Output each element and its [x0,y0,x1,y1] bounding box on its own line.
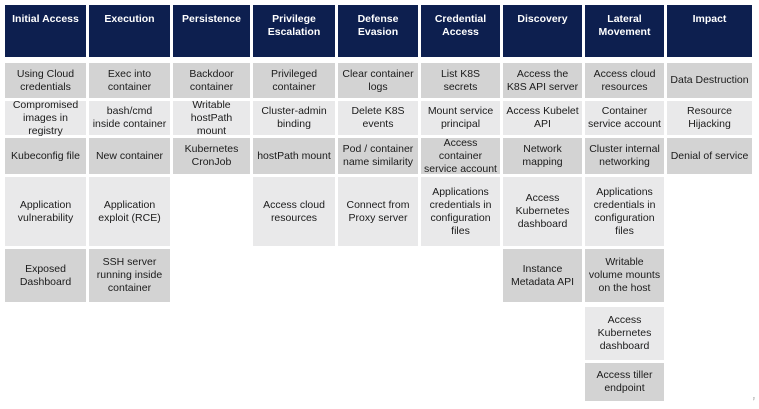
column-header-privilege-escalation: Privilege Escalation [253,5,335,57]
column-header-lateral-movement: Lateral Movement [585,5,664,57]
technique-cell: Applications credentials in configuratio… [585,177,664,246]
technique-cell: Using Cloud credentials [5,63,86,98]
technique-cell: Mount service principal [421,101,500,135]
column-header-persistence: Persistence [173,5,250,57]
technique-cell: Kubeconfig file [5,138,86,174]
technique-cell: Application vulnerability [5,177,86,246]
technique-cell: Access tiller endpoint [585,363,664,401]
column-header-defense-evasion: Defense Evasion [338,5,418,57]
technique-cell: Kubernetes CronJob [173,138,250,174]
technique-cell: Access the K8S API server [503,63,582,98]
technique-cell: Access cloud resources [585,63,664,98]
technique-cell: Pod / container name similarity [338,138,418,174]
technique-cell: Network mapping [503,138,582,174]
technique-cell: List K8S secrets [421,63,500,98]
technique-cell: New container [89,138,170,174]
technique-cell: Writable volume mounts on the host [585,249,664,302]
technique-cell: Writable hostPath mount [173,99,250,137]
technique-cell: Data Destruction [667,63,752,98]
technique-cell: Access Kubelet API [503,101,582,135]
technique-cell: Cluster-admin binding [253,101,335,135]
technique-cell: Application exploit (RCE) [89,177,170,246]
technique-cell: Instance Metadata API [503,249,582,302]
corner-mark: ᵖ [752,397,755,403]
technique-cell: Privileged container [253,63,335,98]
technique-cell: Access container service account [421,137,500,175]
technique-cell: Delete K8S events [338,101,418,135]
column-header-initial-access: Initial Access [5,5,86,57]
column-header-discovery: Discovery [503,5,582,57]
technique-cell: Cluster internal networking [585,138,664,174]
technique-cell: Applications credentials in configuratio… [421,177,500,246]
technique-cell: Access Kubernetes dashboard [503,177,582,246]
technique-cell: Compromised images in registry [5,99,86,137]
technique-cell: Container service account [585,101,664,135]
technique-cell: Access Kubernetes dashboard [585,307,664,360]
technique-cell: bash/cmd inside container [89,101,170,135]
technique-cell: hostPath mount [253,138,335,174]
technique-cell: Clear container logs [338,63,418,98]
column-header-impact: Impact [667,5,752,57]
technique-cell: SSH server running inside container [89,249,170,302]
technique-cell: Exec into container [89,63,170,98]
technique-cell: Access cloud resources [253,177,335,246]
technique-cell: Resource Hijacking [667,101,752,135]
column-header-execution: Execution [89,5,170,57]
technique-cell: Exposed Dashboard [5,249,86,302]
column-header-credential-access: Credential Access [421,5,500,57]
technique-cell: Connect from Proxy server [338,177,418,246]
technique-cell: Denial of service [667,138,752,174]
technique-cell: Backdoor container [173,63,250,98]
